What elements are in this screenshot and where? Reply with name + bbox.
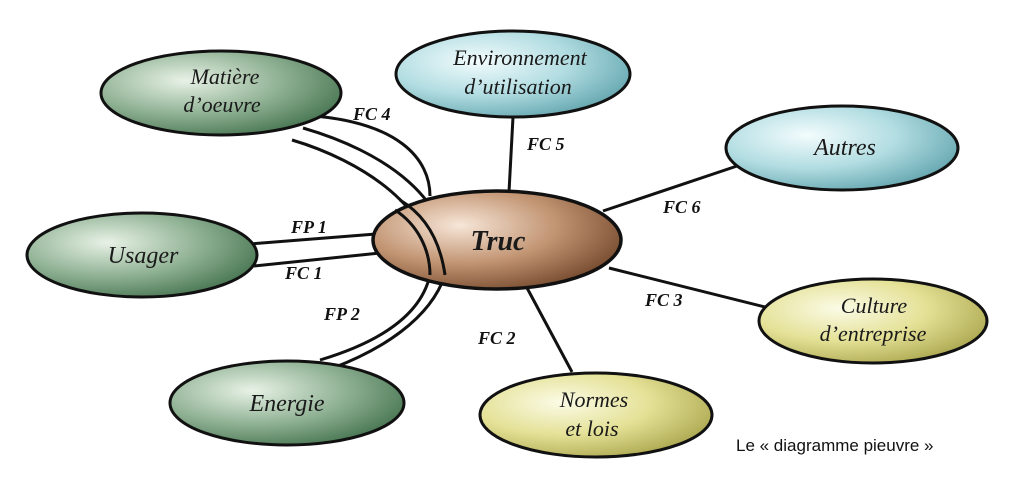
node-culture-line1: Culture [841, 293, 908, 318]
fc4-curve [299, 113, 432, 197]
node-matiere [99, 49, 343, 137]
diagram-caption: Le « diagramme pieuvre » [736, 436, 934, 455]
node-usager-label: Usager [108, 243, 179, 269]
node-normes-line1: Normes [559, 387, 628, 412]
fc1-line [253, 251, 381, 268]
fc3-line [608, 266, 766, 309]
center-label: Truc [471, 226, 527, 257]
overlay-curves [394, 198, 447, 276]
node-energie [168, 359, 406, 447]
node-environnement [394, 29, 632, 119]
node-matiere-line2: d’oeuvre [183, 92, 261, 117]
fp1-line [249, 232, 377, 246]
node-environnement-line1: Environnement [452, 45, 587, 70]
node-normes [478, 371, 714, 459]
fp1-label: FP 1 [290, 217, 327, 237]
center-node [371, 189, 623, 291]
node-matiere-line1: Matière [190, 64, 260, 89]
node-environnement-line2: d’utilisation [464, 74, 572, 99]
fc6-label: FC 6 [662, 197, 701, 217]
fc2-label: FC 2 [477, 328, 516, 348]
node-culture [757, 277, 989, 365]
node-culture-line2: d’entreprise [820, 321, 927, 346]
node-energie-label: Energie [248, 391, 324, 417]
node-autres-label: Autres [812, 135, 876, 161]
node-autres [724, 104, 960, 192]
fc3-label: FC 3 [644, 290, 683, 310]
fc5-label: FC 5 [526, 134, 565, 154]
fc6-line [602, 163, 741, 213]
fc4-label: FC 4 [352, 104, 391, 124]
fc1-label: FC 1 [284, 263, 323, 283]
fp2-label: FP 2 [323, 304, 360, 324]
fc2-line [524, 285, 574, 373]
fc5-line [507, 116, 515, 193]
node-normes-line2: et lois [565, 416, 618, 441]
node-usager [25, 211, 259, 299]
